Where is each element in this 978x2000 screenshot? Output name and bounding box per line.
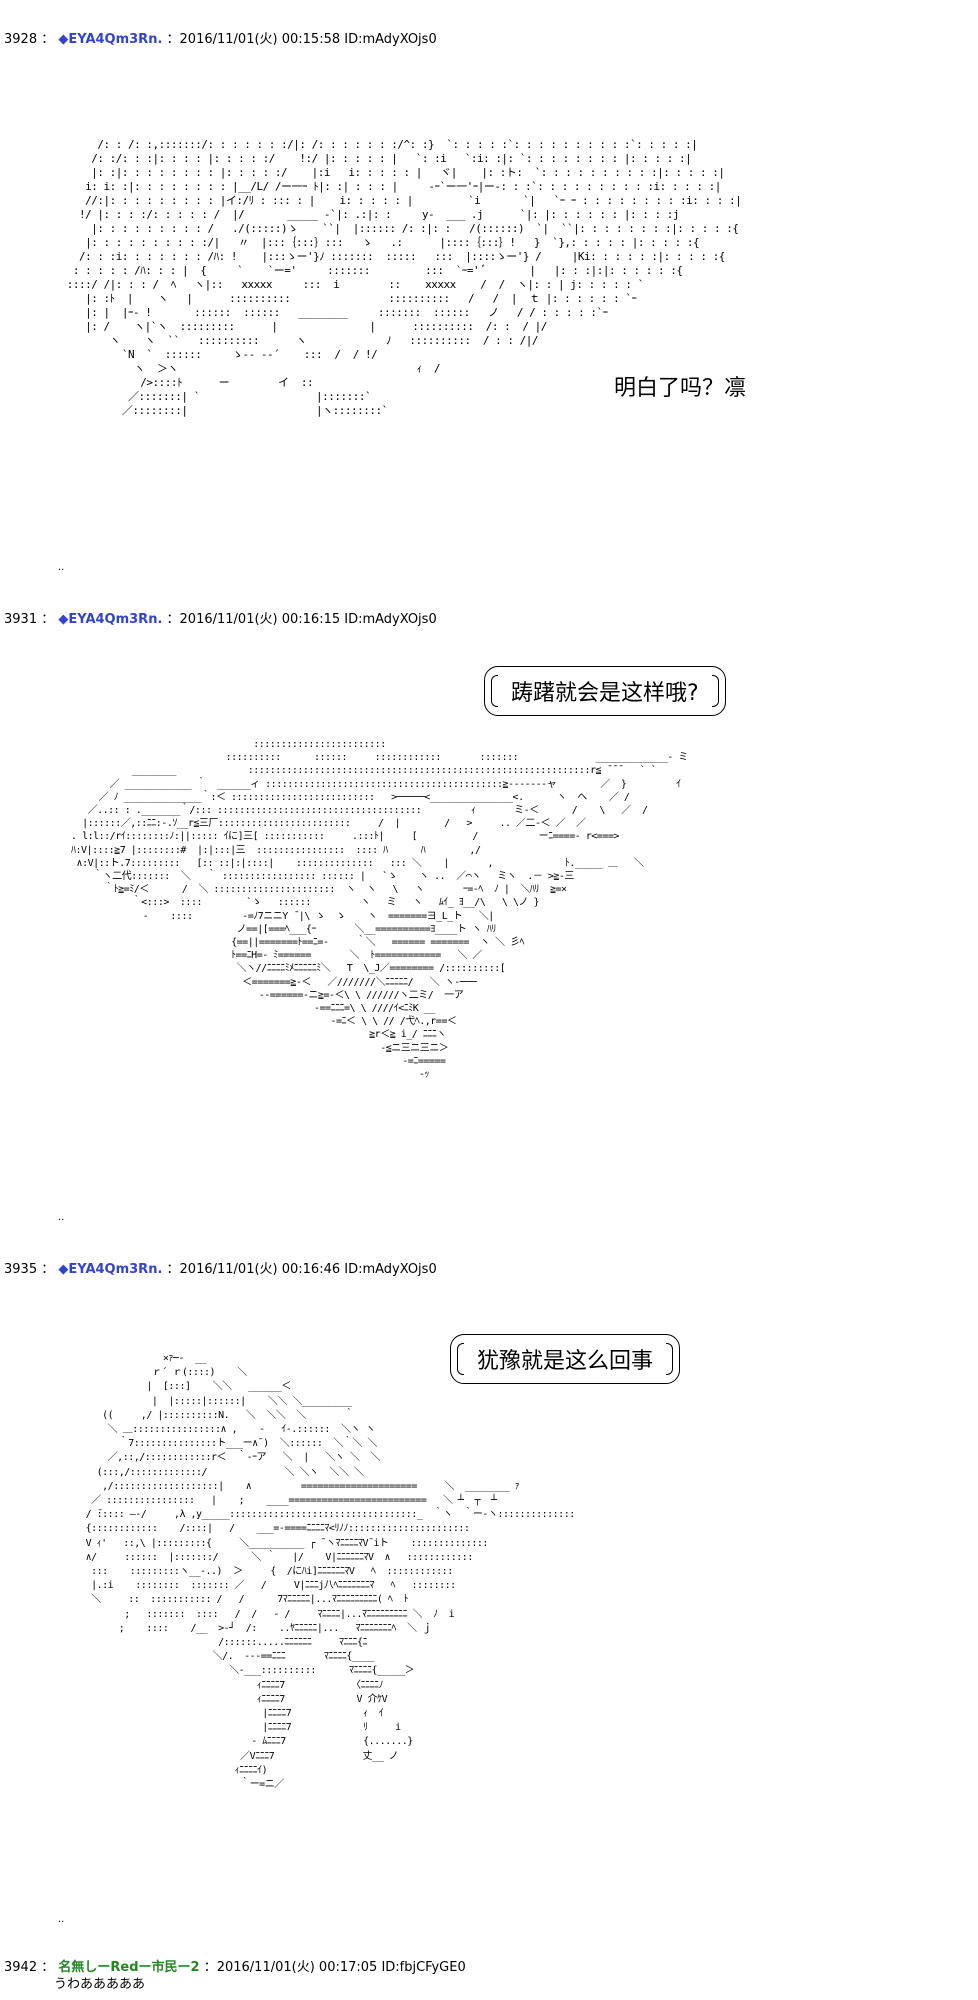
speech-text-3928: 明白了吗？凛 xyxy=(614,376,747,401)
post-header-3931: 3931 ： ◆EYA4Qm3Rn. ：2016/11/01(火) 00:16:… xyxy=(4,612,437,628)
post-number[interactable]: 3931 xyxy=(4,612,38,627)
post-header-3935: 3935 ： ◆EYA4Qm3Rn. ：2016/11/01(火) 00:16:… xyxy=(4,1262,437,1278)
post-meta: ：2016/11/01(火) 00:17:05 ID:fbjCFyGE0 xyxy=(203,1960,466,1975)
trailing-dots: .. xyxy=(58,1212,65,1223)
post-header-3942: 3942 ： 名無しーRedー市民ー2 ：2016/11/01(火) 00:17… xyxy=(4,1960,466,1976)
speech-bubble-3935: 犹豫就是这么回事 xyxy=(450,1334,681,1384)
poster-name[interactable]: 名無しーRedー市民ー2 xyxy=(58,1960,200,1975)
post-meta: ：2016/11/01(火) 00:16:46 ID:mAdyXOjs0 xyxy=(166,1262,437,1277)
poster-name[interactable]: ◆EYA4Qm3Rn. xyxy=(58,32,163,47)
post-header-3928: 3928 ： ◆EYA4Qm3Rn. ：2016/11/01(火) 00:15:… xyxy=(4,32,437,48)
trailing-dots: .. xyxy=(58,1914,65,1925)
ascii-art-character-standing: ×ｧ─- __ ｒ´ ｒ(::::) ＼ | [:::] ＼＼ ______＜ … xyxy=(85,1353,576,1791)
post-number[interactable]: 3942 xyxy=(4,1960,38,1975)
poster-name[interactable]: ◆EYA4Qm3Rn. xyxy=(58,1262,163,1277)
post-number[interactable]: 3928 xyxy=(4,32,38,47)
post-body-3942: うわあああああ xyxy=(54,1977,146,1992)
trailing-dots: .. xyxy=(58,562,65,573)
speech-bubble-3931: 踌躇就会是这样哦? xyxy=(484,666,726,716)
separator: ： xyxy=(41,1262,55,1277)
post-number[interactable]: 3935 xyxy=(4,1262,38,1277)
poster-name[interactable]: ◆EYA4Qm3Rn. xyxy=(58,612,163,627)
post-meta: ：2016/11/01(火) 00:15:58 ID:mAdyXOjs0 xyxy=(166,32,437,47)
ascii-art-rin-face: /: : /: :,:::::::/: : : : : : :/|: /: : … xyxy=(66,138,742,417)
ascii-art-battle-scene: :::::::::::::::::::::::: :::::::::: ::::… xyxy=(71,739,688,1081)
separator: ： xyxy=(41,1960,55,1975)
separator: ： xyxy=(41,32,55,47)
separator: ： xyxy=(41,612,55,627)
post-meta: ：2016/11/01(火) 00:16:15 ID:mAdyXOjs0 xyxy=(166,612,437,627)
